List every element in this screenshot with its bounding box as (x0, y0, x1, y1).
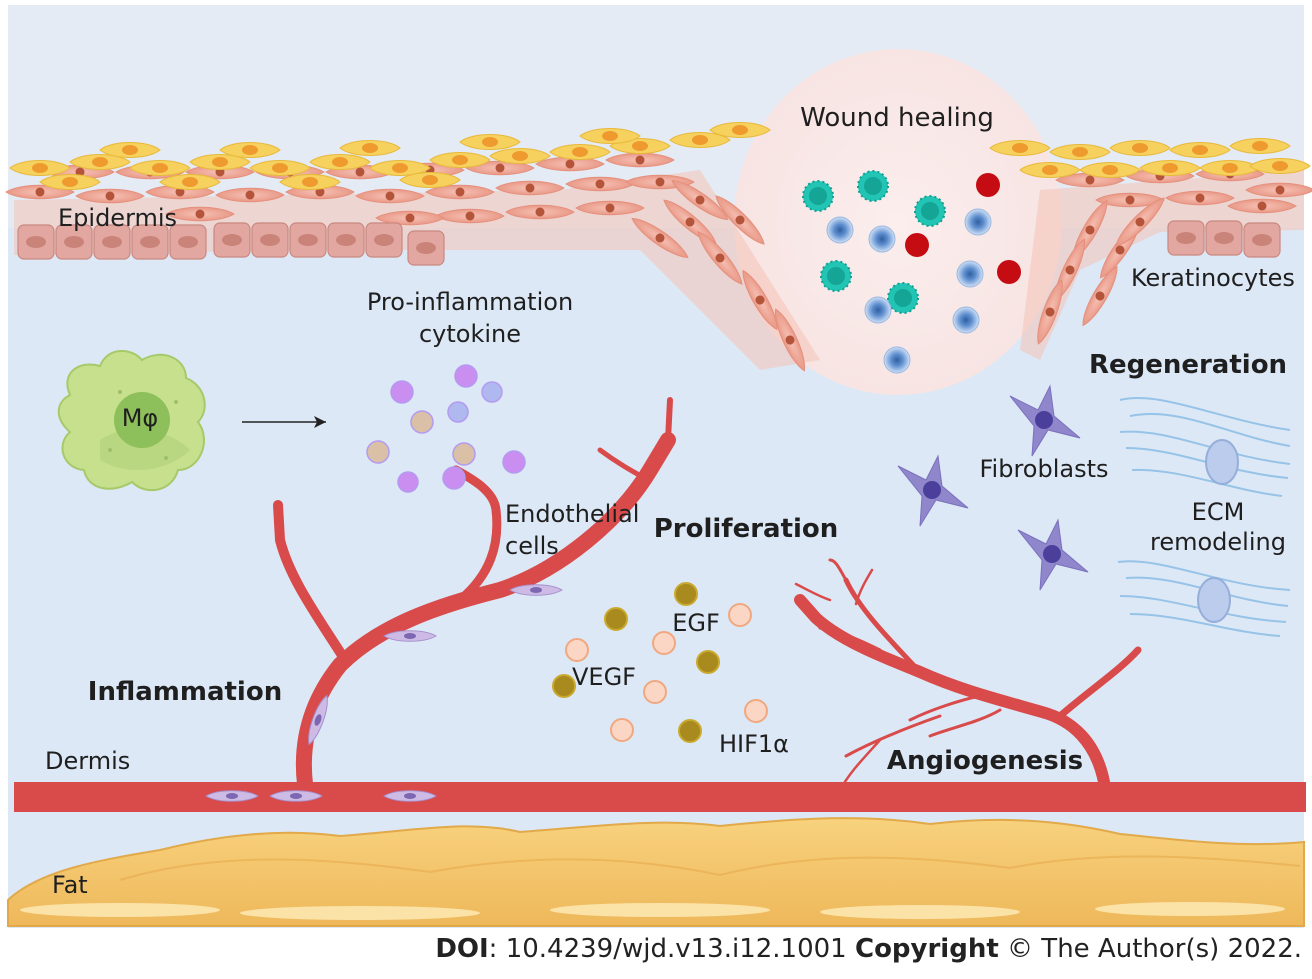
label-vegf: VEGF (572, 663, 636, 691)
label-ecm: ECM (1192, 498, 1245, 526)
wound-cells (802, 170, 1021, 374)
arrow-to-cytokine (242, 416, 326, 428)
blood-vessel-branches-angiogenesis (794, 558, 1142, 792)
macrophage-cell (57, 350, 206, 491)
ecm-fibers (1117, 396, 1291, 637)
label-proliferation: Proliferation (654, 514, 839, 544)
fat-layer (7, 817, 1305, 927)
doi-value: : 10.4239/wjd.v13.i12.1001 (488, 934, 855, 964)
wound-area (734, 49, 1062, 395)
label-angiogenesis: Angiogenesis (887, 746, 1083, 776)
label-remodeling: remodeling (1150, 528, 1286, 556)
doi-label: DOI (435, 934, 489, 964)
label-fat: Fat (52, 871, 88, 899)
epidermis-right (1020, 166, 1312, 360)
cytokine-particles (366, 364, 526, 493)
label-fibroblasts: Fibroblasts (979, 455, 1108, 483)
label-dermis: Dermis (45, 747, 130, 775)
basal-cells-right (1167, 220, 1281, 258)
label-macrophage: Mφ (122, 404, 159, 432)
label-cells: cells (505, 532, 559, 560)
label-endothelial: Endothelial (505, 500, 639, 528)
doi-copyright-footer: DOI: 10.4239/wjd.v13.i12.1001 Copyright … (0, 934, 1302, 970)
label-regeneration: Regeneration (1089, 350, 1287, 380)
label-wound-healing: Wound healing (800, 103, 994, 133)
growth-factor-particles (552, 582, 768, 743)
copyright-label: Copyright (854, 934, 999, 964)
copyright-text: © The Author(s) 2022. (998, 934, 1302, 964)
label-keratinocytes: Keratinocytes (1131, 264, 1295, 292)
label-cytokine: cytokine (419, 320, 521, 348)
label-pro-inflammation: Pro-inflammation (367, 288, 573, 316)
label-inflammation: Inflammation (88, 677, 282, 707)
epidermis-left (5, 152, 820, 375)
label-egf: EGF (672, 609, 720, 637)
blood-vessel-branches-left (273, 397, 676, 792)
label-hif1a: HIF1α (719, 730, 789, 758)
label-epidermis: Epidermis (58, 204, 177, 232)
